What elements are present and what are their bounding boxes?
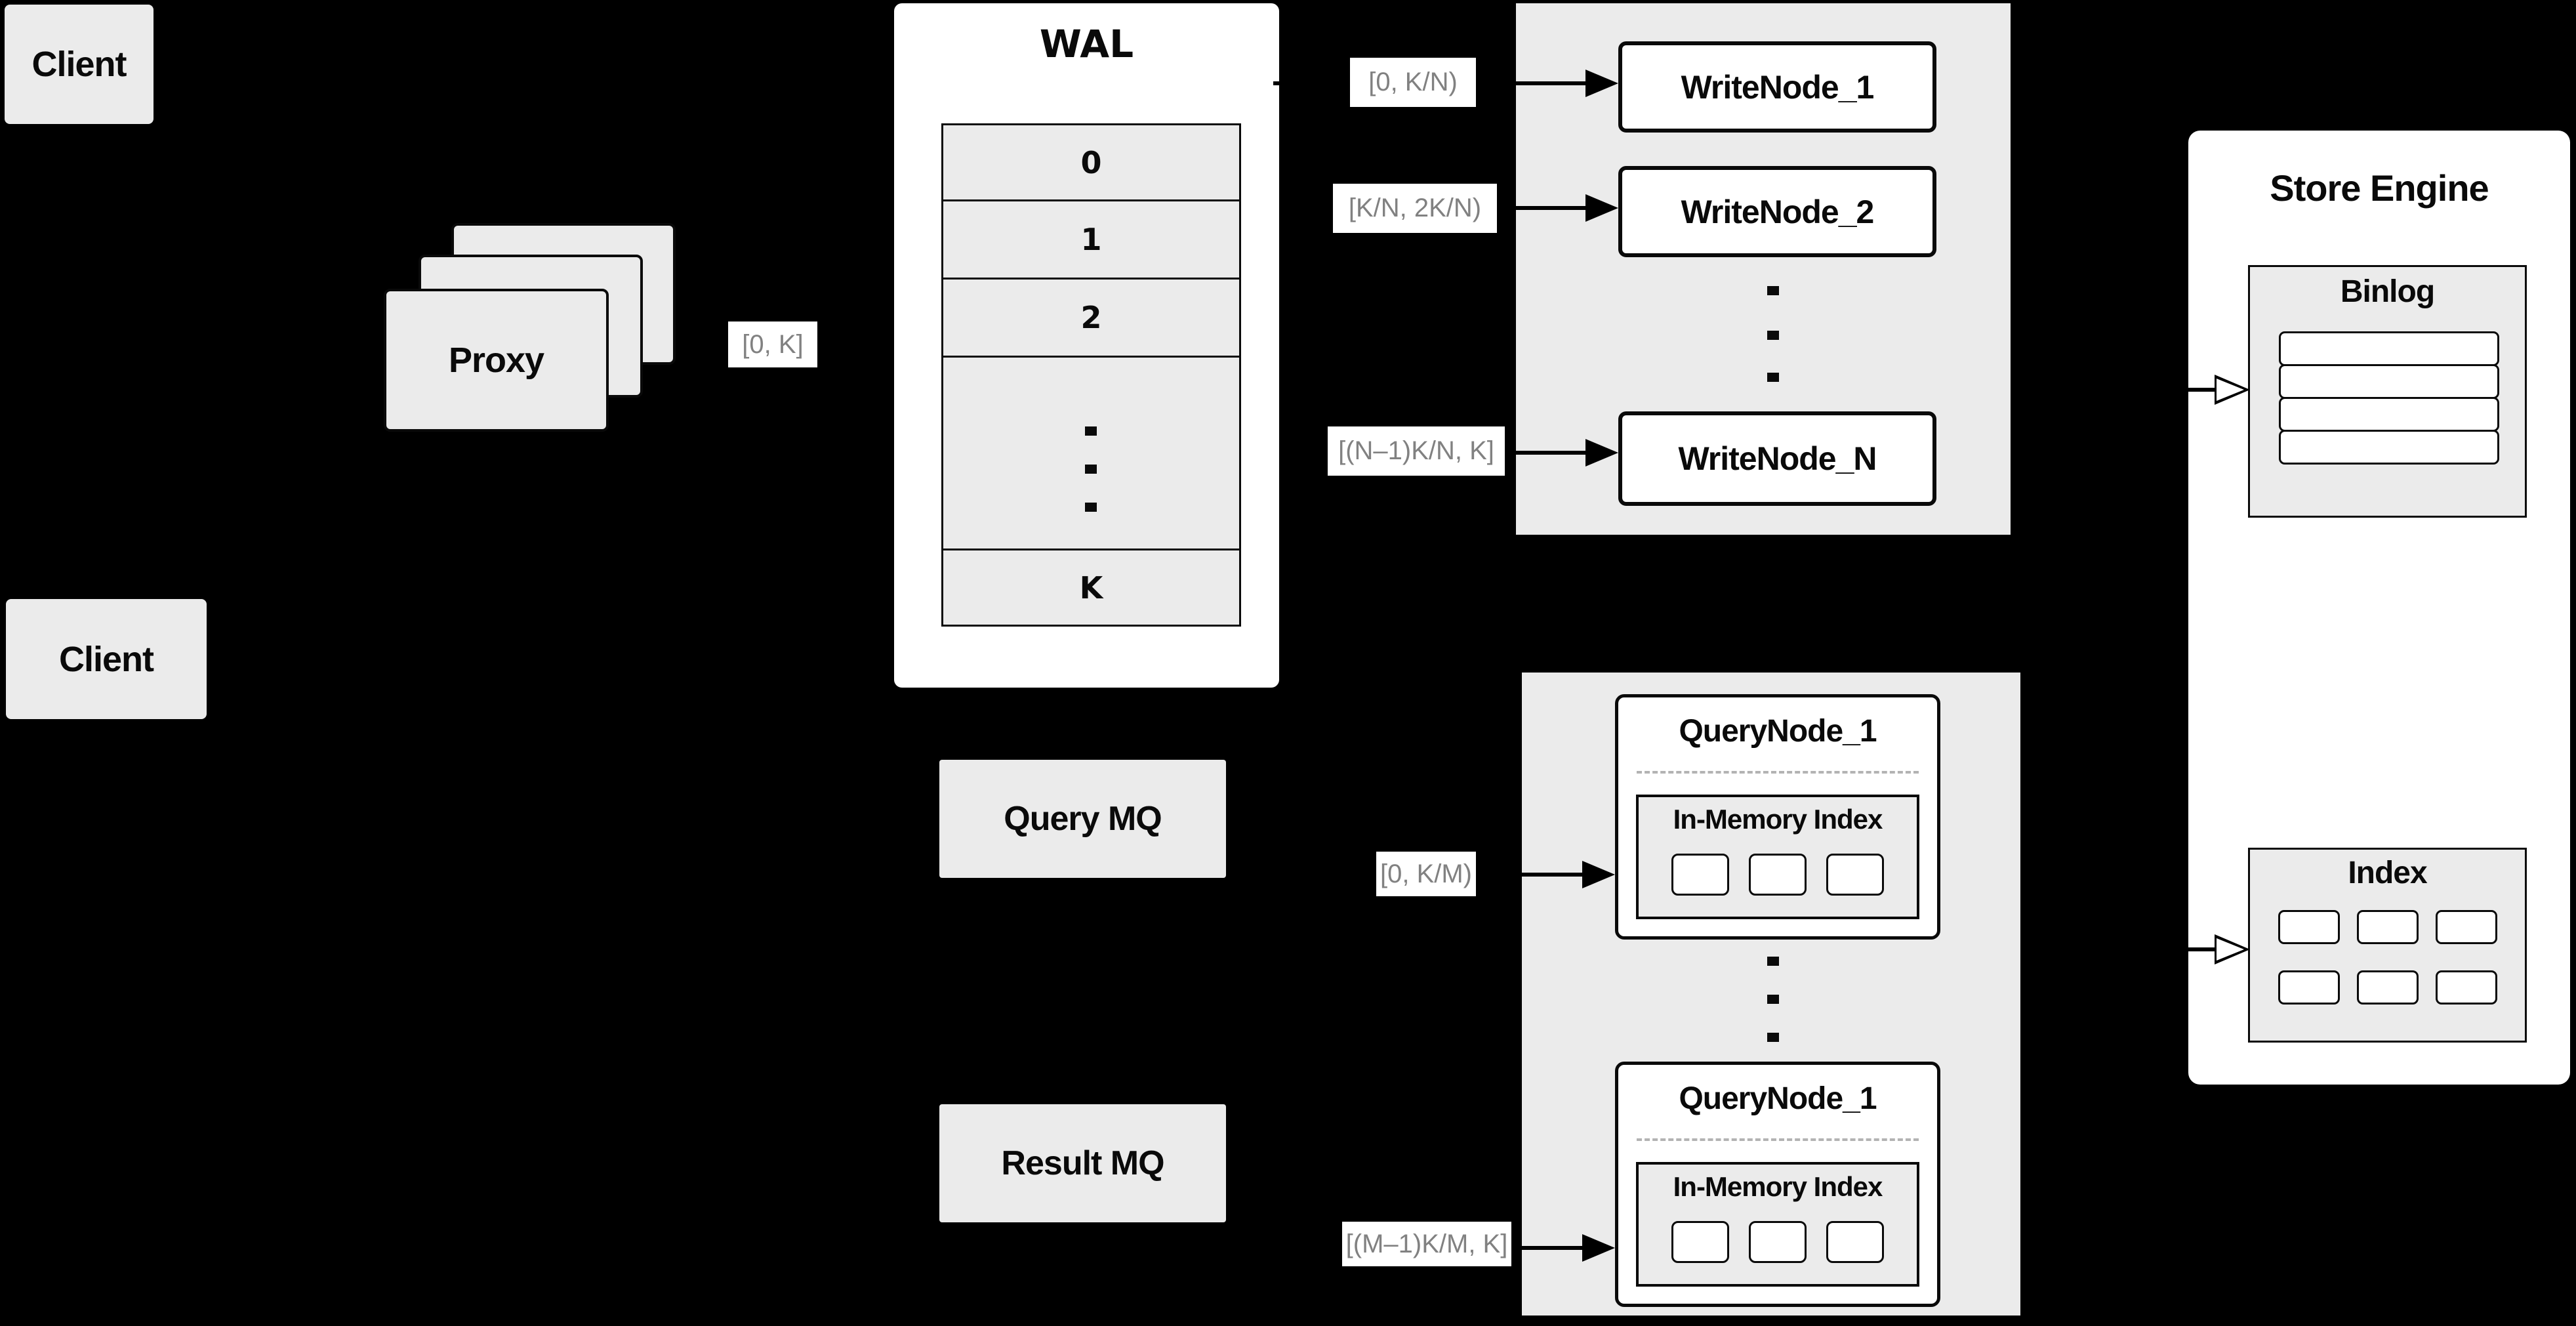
arrow-to-binlog (2125, 388, 2220, 392)
result-mq-label: Result MQ (1001, 1144, 1164, 1182)
memory-segment (1826, 854, 1884, 896)
index-grid (2250, 910, 2525, 1005)
arrowhead-index-fill (2217, 938, 2244, 961)
client-node-bottom: Client (6, 599, 207, 719)
in-memory-index-title: In-Memory Index (1673, 804, 1883, 835)
index-box: Index (2248, 848, 2527, 1043)
arrowhead-querynode-top (1582, 861, 1615, 888)
wal-row-1: 1 (943, 201, 1239, 280)
client-bottom-label: Client (58, 639, 154, 679)
binlog-row (2279, 364, 2499, 399)
writenode-2-label: WriteNode_2 (1681, 193, 1875, 230)
writenodes-ellipsis-dot (1767, 286, 1779, 295)
index-segment (2356, 910, 2419, 944)
memory-segment (1671, 1221, 1729, 1263)
store-engine-title: Store Engine (2270, 167, 2489, 209)
range-label-proxy-out: [0, K] (728, 321, 817, 367)
range-label-query-bottom: [(M–1)K/M, K] (1342, 1222, 1511, 1266)
range-label-write-1: [0, K/N) (1350, 58, 1476, 107)
writenode-n: WriteNode_N (1618, 411, 1936, 506)
wal-row-ellipsis (943, 358, 1239, 550)
writenode-2: WriteNode_2 (1618, 166, 1936, 257)
client-node-top: Client (5, 5, 153, 124)
wal-row-0: 0 (943, 125, 1239, 201)
wal-container: WAL 0 1 2 K (894, 3, 1279, 688)
in-memory-segments (1639, 1221, 1917, 1263)
in-memory-index-box-top: In-Memory Index (1636, 795, 1919, 919)
writenode-1: WriteNode_1 (1618, 41, 1936, 133)
querynode-top: QueryNode_1 In-Memory Index (1615, 694, 1940, 940)
in-memory-index-box-bottom: In-Memory Index (1636, 1162, 1919, 1287)
range-label-write-2: [K/N, 2K/N) (1333, 184, 1497, 233)
in-memory-segments (1639, 854, 1917, 896)
querynode-bottom: QueryNode_1 In-Memory Index (1615, 1062, 1940, 1307)
memory-segment (1826, 1221, 1884, 1263)
querynodes-ellipsis-dot (1767, 1033, 1779, 1042)
arrowhead-querynode-bottom (1582, 1234, 1615, 1262)
wal-ellipsis-dot (1085, 426, 1097, 436)
binlog-rows (2279, 331, 2499, 465)
wal-title: WAL (1039, 22, 1134, 66)
binlog-row (2279, 331, 2499, 366)
index-segment (2356, 970, 2419, 1005)
querynodes-ellipsis-dot (1767, 957, 1779, 966)
binlog-row (2279, 430, 2499, 465)
querynode-top-title: QueryNode_1 (1679, 714, 1877, 749)
writenodes-ellipsis-dot (1767, 331, 1779, 340)
query-mq-node: Query MQ (939, 760, 1226, 878)
result-mq-node: Result MQ (939, 1104, 1226, 1222)
index-segment (2435, 970, 2497, 1005)
query-mq-label: Query MQ (1004, 800, 1162, 838)
binlog-box: Binlog (2248, 265, 2527, 518)
proxy-node: Proxy (384, 289, 609, 432)
wal-row-k: K (943, 550, 1239, 625)
memory-segment (1671, 854, 1729, 896)
querynodes-ellipsis-dot (1767, 995, 1779, 1004)
in-memory-index-title: In-Memory Index (1673, 1171, 1883, 1202)
arrowhead-writenode-n (1585, 439, 1618, 466)
binlog-row (2279, 397, 2499, 432)
arrow-to-index (2125, 947, 2220, 951)
memory-segment (1749, 1221, 1807, 1263)
index-title: Index (2348, 856, 2427, 890)
writenode-n-label: WriteNode_N (1678, 440, 1877, 477)
wal-ellipsis-dot (1085, 503, 1097, 512)
proxy-label: Proxy (448, 341, 544, 380)
writenodes-ellipsis-dot (1767, 373, 1779, 382)
arrowhead-binlog-fill (2217, 379, 2244, 401)
querynode-bottom-divider (1637, 1138, 1919, 1141)
wal-row-2: 2 (943, 280, 1239, 358)
range-label-query-top: [0, K/M) (1376, 852, 1476, 896)
querynode-top-divider (1637, 771, 1919, 774)
wal-ellipsis-dot (1085, 465, 1097, 474)
arrowhead-writenode-2 (1585, 194, 1618, 222)
arrowhead-writenode-1 (1585, 70, 1618, 97)
memory-segment (1749, 854, 1807, 896)
index-segment (2435, 910, 2497, 944)
writenode-1-label: WriteNode_1 (1681, 68, 1875, 106)
querynode-bottom-title: QueryNode_1 (1679, 1081, 1877, 1116)
index-segment (2278, 910, 2340, 944)
binlog-title: Binlog (2340, 274, 2435, 309)
index-segment (2278, 970, 2340, 1005)
wal-table: 0 1 2 K (941, 123, 1241, 627)
range-label-write-n: [(N–1)K/N, K] (1328, 426, 1505, 476)
client-top-label: Client (31, 45, 127, 84)
